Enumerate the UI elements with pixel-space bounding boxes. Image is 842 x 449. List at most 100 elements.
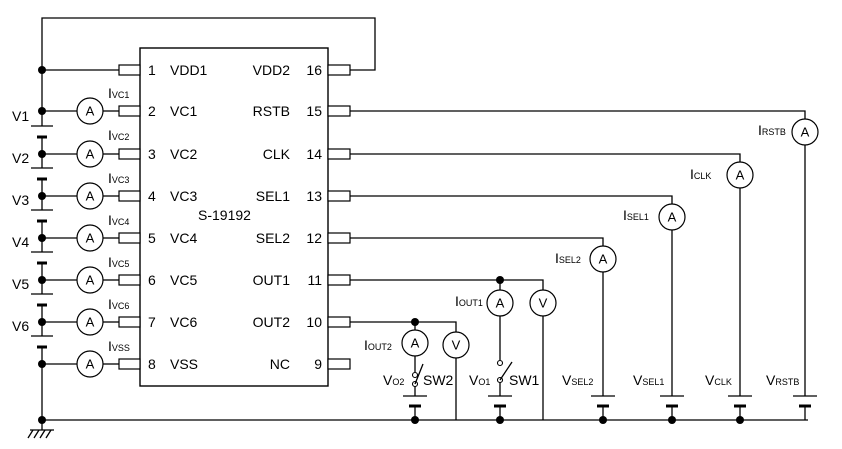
pin-10-number: 10 <box>306 314 322 330</box>
pin-4-lead <box>118 190 141 202</box>
switch-sw2: SW2 <box>411 363 454 388</box>
vdd-loop-wire <box>41 17 376 71</box>
pin-9-lead <box>327 358 351 370</box>
battery-cell-v4 <box>31 251 53 265</box>
pin-13-lead <box>327 190 351 202</box>
switch-sw1: SW1 <box>496 359 540 388</box>
pin-9-number: 9 <box>314 356 322 372</box>
pin-8-number: 8 <box>148 356 156 372</box>
ammeter-ivc1: A IVC1 <box>76 85 129 125</box>
pin-1-name: VDD1 <box>170 62 208 78</box>
pin-7-lead <box>118 316 141 328</box>
ammeter-ivc5: A IVC5 <box>76 254 129 294</box>
pin-2-lead <box>118 105 141 117</box>
pin-6-name: VC5 <box>170 272 197 288</box>
pin-13-name: SEL1 <box>256 188 290 204</box>
svg-text:A: A <box>86 357 95 372</box>
ammeter-iout2-label: IOUT2 <box>364 337 392 353</box>
pin-12-lead <box>327 232 351 244</box>
battery-cell-v5 <box>31 293 53 307</box>
switch-sw2-label: SW2 <box>423 372 454 388</box>
battery-cell-v3 <box>31 209 53 223</box>
svg-text:A: A <box>86 147 95 162</box>
ammeter-ivc6: A IVC6 <box>76 296 129 336</box>
svg-text:A: A <box>411 336 420 351</box>
ammeter-ivss-label: IVSS <box>108 338 130 354</box>
pin-8-name: VSS <box>170 356 198 372</box>
source-vo1: VO1 <box>469 372 512 408</box>
pin-15-lead <box>327 105 351 117</box>
source-vsel2-label: VSEL2 <box>562 372 593 388</box>
pin-7-number: 7 <box>148 314 156 330</box>
pin-14-name: CLK <box>263 146 291 162</box>
voltage-sources: VO2 VO1 VSEL2 VSEL1 VCLK VRSTB <box>383 372 817 408</box>
cell-label-v2: V2 <box>12 150 29 166</box>
ammeter-iout1-label: IOUT1 <box>455 293 483 309</box>
ammeter-ivc1-label: IVC1 <box>108 85 129 101</box>
pin-2-name: VC1 <box>170 103 197 119</box>
left-wiring <box>38 17 808 424</box>
ammeter-iclk-label: ICLK <box>690 166 711 182</box>
pin-10-name: OUT2 <box>253 314 291 330</box>
ammeter-ivc3: A IVC3 <box>76 170 129 210</box>
ammeter-iclk: A ICLK <box>690 161 754 189</box>
right-meters: A IRSTB A ICLK A ISEL1 A ISEL2 A IOUT1 V <box>364 118 819 359</box>
pin-8-lead <box>118 358 141 370</box>
source-vclk: VCLK <box>705 372 752 408</box>
ic-part-number: S-19192 <box>198 207 251 223</box>
svg-text:A: A <box>668 210 677 225</box>
left-ammeters: A IVC1 A IVC2 A IVC3 A IVC4 A IVC5 A IVC… <box>76 85 130 378</box>
ammeter-ivc5-label: IVC5 <box>108 254 129 270</box>
pin-11-number: 11 <box>307 272 322 288</box>
svg-text:A: A <box>801 125 810 140</box>
source-vo2: VO2 <box>383 372 427 408</box>
svg-text:A: A <box>86 231 95 246</box>
ammeter-isel2: A ISEL2 <box>555 245 617 273</box>
switch-sw1-label: SW1 <box>509 372 540 388</box>
svg-text:A: A <box>86 104 95 119</box>
ammeter-ivc6-label: IVC6 <box>108 296 129 312</box>
pin-9-name: NC <box>270 356 290 372</box>
cell-label-v6: V6 <box>12 318 29 334</box>
cell-label-v1: V1 <box>12 108 29 124</box>
source-vsel1: VSEL1 <box>633 372 684 408</box>
pin-1-number: 1 <box>148 62 156 78</box>
ground-icon <box>27 420 54 439</box>
ammeter-ivc3-label: IVC3 <box>108 170 129 186</box>
ammeter-iout2: A IOUT2 <box>364 329 429 357</box>
right-wiring <box>350 110 806 424</box>
svg-text:A: A <box>599 252 608 267</box>
pin-11-lead <box>327 274 351 286</box>
svg-text:A: A <box>86 315 95 330</box>
source-vsel1-label: VSEL1 <box>633 372 664 388</box>
svg-text:A: A <box>496 296 505 311</box>
pin-15-name: RSTB <box>253 103 290 119</box>
pin-7-name: VC6 <box>170 314 197 330</box>
ammeter-irstb: A IRSTB <box>758 118 819 146</box>
ammeter-ivc2: A IVC2 <box>76 127 129 168</box>
pin-11-name: OUT1 <box>253 272 291 288</box>
source-vrstb-label: VRSTB <box>766 372 799 388</box>
pin-14-number: 14 <box>306 146 322 162</box>
left-pins: 1 2 3 4 5 6 7 8 VDD1 VC1 VC2 VC3 VC4 VC5… <box>118 62 208 372</box>
voltmeter-out2: V <box>442 331 470 359</box>
ammeter-ivc4: A IVC4 <box>76 212 129 252</box>
pin-14-lead <box>327 148 351 160</box>
battery-cell-v1 <box>31 125 53 139</box>
pin-16-name: VDD2 <box>253 62 291 78</box>
source-vclk-label: VCLK <box>705 372 732 388</box>
pin-4-number: 4 <box>148 188 156 204</box>
pin-5-number: 5 <box>148 230 156 246</box>
voltmeter-out1: V <box>529 289 557 317</box>
pin-3-number: 3 <box>148 146 156 162</box>
cell-label-v5: V5 <box>12 276 29 292</box>
svg-text:A: A <box>736 168 745 183</box>
ammeter-isel1: A ISEL1 <box>623 203 686 231</box>
ammeter-isel2-label: ISEL2 <box>555 250 581 266</box>
pin-5-lead <box>118 232 141 244</box>
pin-3-lead <box>118 148 141 160</box>
source-vo2-label: VO2 <box>383 372 404 388</box>
switches: SW2 SW1 <box>411 359 540 388</box>
pin-12-name: SEL2 <box>256 230 290 246</box>
ammeter-isel1-label: ISEL1 <box>623 207 649 223</box>
